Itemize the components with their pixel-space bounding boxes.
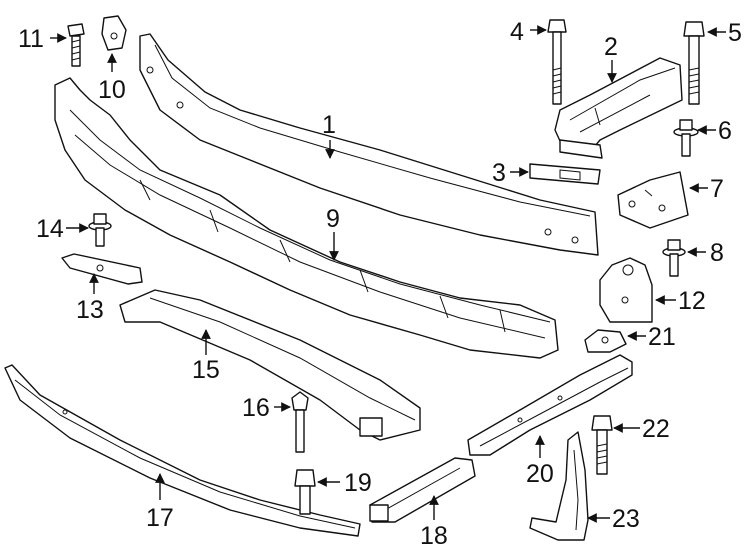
callout-10: 10	[98, 76, 126, 104]
part-12-bracket	[599, 257, 653, 323]
callout-17: 17	[146, 504, 174, 532]
callout-7: 7	[710, 175, 724, 203]
part-17-spoiler	[4, 364, 361, 537]
callout-23: 23	[612, 505, 640, 533]
callout-14: 14	[36, 215, 64, 243]
part-8-flange-bolt	[662, 239, 686, 277]
callout-19: 19	[344, 469, 372, 497]
part-11-bolt	[67, 23, 85, 67]
part-14-flange-bolt	[88, 213, 112, 247]
callout-5: 5	[728, 19, 742, 47]
callout-12: 12	[678, 287, 706, 315]
part-15-lower-rail	[119, 289, 421, 441]
callout-15: 15	[192, 356, 220, 384]
callout-3: 3	[492, 159, 506, 187]
callout-9: 9	[326, 205, 340, 233]
callout-22: 22	[642, 415, 670, 443]
part-16-push-pin	[291, 391, 309, 453]
callout-labels: 11 10 1 4 2 5 6 3 7 9 14 8 13 12 15 21 1…	[18, 18, 742, 550]
part-9-energy-absorber	[54, 77, 559, 359]
part-18-lower-absorber	[369, 457, 476, 523]
part-21-clip	[584, 329, 627, 353]
part-2-crash-box	[554, 57, 683, 159]
leader-lines	[50, 25, 726, 523]
part-10-bracket	[101, 15, 127, 51]
callout-16: 16	[242, 394, 270, 422]
callout-1: 1	[322, 111, 336, 139]
part-13-bracket	[61, 253, 143, 285]
callout-6: 6	[718, 117, 732, 145]
callout-11: 11	[18, 25, 44, 53]
part-20-side-rail	[467, 354, 633, 456]
part-6-flange-bolt	[673, 119, 699, 157]
part-19-bolt	[294, 469, 316, 515]
callout-18: 18	[420, 522, 448, 550]
part-4-bolt	[547, 19, 567, 105]
callout-2: 2	[604, 33, 618, 61]
part-1-bumper-reinforcement	[139, 33, 599, 256]
callout-21: 21	[648, 323, 676, 351]
part-3-clip	[529, 163, 601, 185]
part-23-support-bracket	[529, 431, 589, 541]
part-22-bolt	[591, 415, 613, 475]
callout-4: 4	[510, 18, 524, 46]
callout-8: 8	[710, 239, 724, 267]
part-7-bracket	[617, 171, 689, 229]
callout-13: 13	[76, 296, 104, 324]
part-5-bolt	[683, 21, 705, 105]
callout-20: 20	[526, 460, 554, 488]
